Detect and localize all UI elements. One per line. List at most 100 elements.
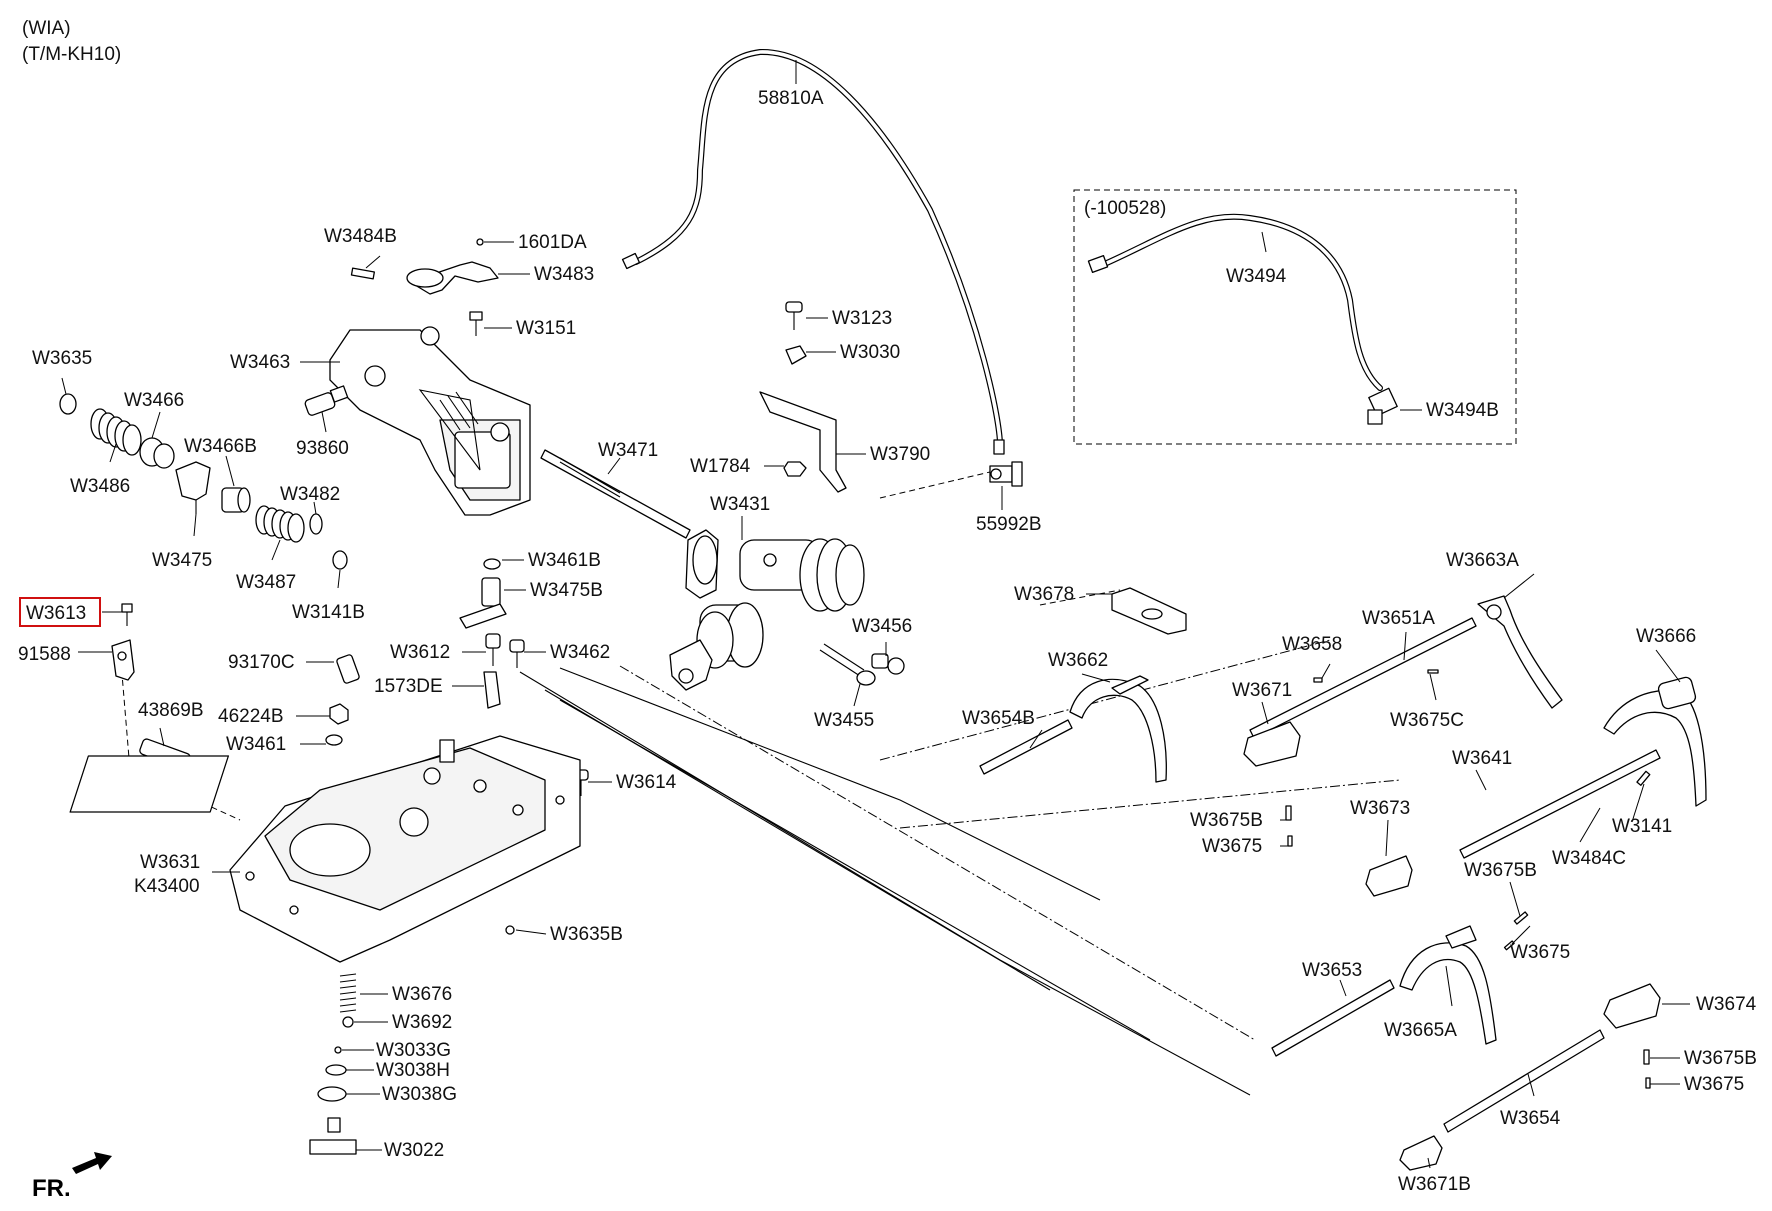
plate-W3678[interactable] [1111,587,1187,635]
ring-W3635[interactable] [59,393,77,415]
screw-W3613[interactable] [121,603,133,626]
label-43869B[interactable]: 43869B [138,700,204,721]
label-W3631[interactable]: W3631 [140,852,200,873]
shift-housing-W3463[interactable] [329,326,531,516]
label-W3030[interactable]: W3030 [840,342,900,363]
label-W3673[interactable]: W3673 [1350,798,1410,819]
label-W3635B[interactable]: W3635B [550,924,623,945]
bolt-W3123[interactable] [785,301,803,330]
block-W3671B[interactable] [1399,1135,1443,1171]
spring-W3676[interactable] [339,973,357,1013]
label-W3022[interactable]: W3022 [384,1140,444,1161]
washer-W3038H[interactable] [325,1064,347,1076]
label-W3456[interactable]: W3456 [852,616,912,637]
fitting-W3494B[interactable] [1367,387,1398,425]
label-W3484B[interactable]: W3484B [324,226,397,247]
label-55992B[interactable]: 55992B [976,514,1042,535]
label-W3613[interactable]: W3613 [26,603,86,624]
label-93860[interactable]: 93860 [296,438,349,459]
label-93170C[interactable]: 93170C [228,652,295,673]
label-W3658[interactable]: W3658 [1282,634,1342,655]
label-91588[interactable]: 91588 [18,644,71,665]
label-W3675-c[interactable]: W3675 [1684,1074,1744,1095]
switch-93860[interactable] [304,385,349,416]
rail-W3653[interactable] [1271,979,1395,1057]
label-W3482[interactable]: W3482 [280,484,340,505]
label-W3662[interactable]: W3662 [1048,650,1108,671]
label-W3790[interactable]: W3790 [870,444,930,465]
label-W3641[interactable]: W3641 [1452,748,1512,769]
label-W3675C[interactable]: W3675C [1390,710,1464,731]
label-W3675B-c[interactable]: W3675B [1684,1048,1757,1069]
spring-W3486[interactable] [90,408,142,456]
pin-W3484B[interactable] [350,267,376,280]
label-W3675-a[interactable]: W3675 [1202,836,1262,857]
rail-W3654[interactable] [1443,1029,1605,1133]
label-1601DA[interactable]: 1601DA [518,232,587,253]
washer-W3461[interactable] [325,734,343,746]
label-W3461B[interactable]: W3461B [528,550,601,571]
fork-W3665A[interactable] [1399,925,1497,1045]
label-W3038G[interactable]: W3038G [382,1084,457,1105]
nut-46224B[interactable] [329,703,349,725]
bracket-1573DE[interactable] [483,671,501,709]
label-W3466[interactable]: W3466 [124,390,184,411]
fork-W3666[interactable] [1603,676,1707,807]
clip-W3030[interactable] [785,345,807,365]
bolt-W3022[interactable] [309,1117,357,1155]
tee-fitting-55992B[interactable] [989,461,1023,487]
rail-W3651A[interactable] [1249,617,1477,739]
label-W3653[interactable]: W3653 [1302,960,1362,981]
label-W3651A[interactable]: W3651A [1362,608,1435,629]
label-W3475[interactable]: W3475 [152,550,212,571]
bolt-W3456[interactable] [871,653,905,675]
label-W3494[interactable]: W3494 [1226,266,1287,287]
label-W3671B[interactable]: W3671B [1398,1174,1471,1195]
ring-W3033G[interactable] [334,1046,342,1054]
block-W3671[interactable] [1243,721,1301,767]
spring-W3487[interactable] [255,505,305,543]
label-W3692[interactable]: W3692 [392,1012,452,1033]
bracket-W3483[interactable] [406,261,499,295]
label-W3483[interactable]: W3483 [534,264,594,285]
label-W3461[interactable]: W3461 [226,734,286,755]
bracket-W3790[interactable] [759,391,847,493]
label-W3675B-b[interactable]: W3675B [1464,860,1537,881]
cap-W3466[interactable] [139,437,175,469]
bolt-W3455[interactable] [819,643,876,686]
label-W3675-b[interactable]: W3675 [1510,942,1570,963]
label-W1784[interactable]: W1784 [690,456,751,477]
bracket-91588[interactable] [111,639,135,681]
sleeve-W3466B[interactable] [221,487,251,513]
label-W3675B-a[interactable]: W3675B [1190,810,1263,831]
label-K43400[interactable]: K43400 [134,876,200,897]
pipe-58810A[interactable] [621,48,1005,455]
label-W3141B[interactable]: W3141B [292,602,365,623]
shaft-W3471[interactable] [540,449,691,539]
label-58810A[interactable]: 58810A [758,88,824,109]
bolt-W3462[interactable] [509,639,525,668]
label-W3471[interactable]: W3471 [598,440,658,461]
block-W3674[interactable] [1603,983,1661,1029]
block-W3673[interactable] [1365,855,1413,897]
pipe-W3494[interactable] [1087,213,1383,391]
label-W3676[interactable]: W3676 [392,984,452,1005]
label-W3654[interactable]: W3654 [1500,1108,1561,1129]
label-1573DE[interactable]: 1573DE [374,676,443,697]
label-W3038H[interactable]: W3038H [376,1060,450,1081]
label-W3612[interactable]: W3612 [390,642,450,663]
label-W3475B[interactable]: W3475B [530,580,603,601]
pin-W3141[interactable] [1636,770,1651,786]
label-W3678[interactable]: W3678 [1014,584,1074,605]
detent-W3475[interactable] [175,461,211,514]
label-W3466B[interactable]: W3466B [184,436,257,457]
label-W3462[interactable]: W3462 [550,642,610,663]
label-W3663A[interactable]: W3663A [1446,550,1519,571]
label-W3431[interactable]: W3431 [710,494,770,515]
fastener-1601DA[interactable] [476,238,484,246]
label-46224B[interactable]: 46224B [218,706,284,727]
label-W3484C[interactable]: W3484C [1552,848,1626,869]
label-W3455[interactable]: W3455 [814,710,874,731]
label-W3486[interactable]: W3486 [70,476,130,497]
label-W3151[interactable]: W3151 [516,318,576,339]
